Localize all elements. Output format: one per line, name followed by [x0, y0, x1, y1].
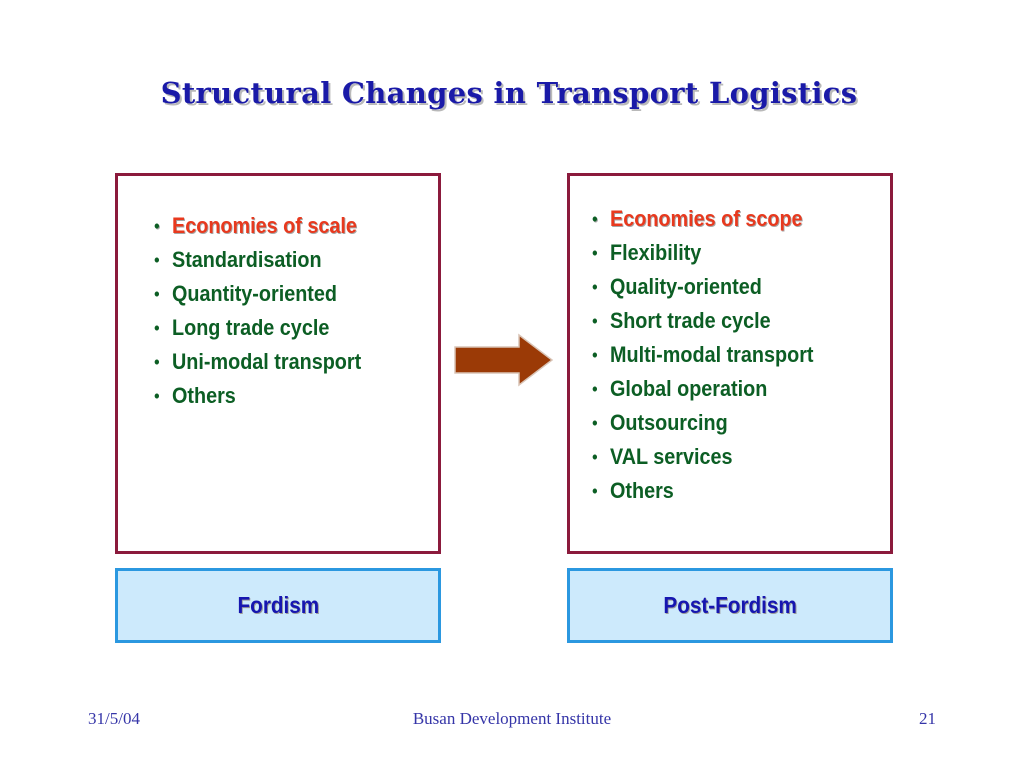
- list-item: •Outsourcing: [592, 406, 813, 440]
- list-item: •Quality-oriented: [592, 270, 813, 304]
- fordism-label: Fordism: [237, 592, 319, 618]
- bullet-icon: •: [154, 386, 160, 406]
- bullet-icon: •: [592, 447, 598, 467]
- list-item: •Economies of scope: [592, 202, 813, 236]
- bullet-icon: •: [592, 311, 598, 331]
- bullet-icon: •: [592, 209, 598, 229]
- bullet-icon: •: [154, 216, 160, 236]
- bullet-icon: •: [154, 250, 160, 270]
- right-arrow-icon: [454, 333, 554, 387]
- post-fordism-label: Post-Fordism: [663, 592, 797, 618]
- slide-title: Structural Changes in Transport Logistic…: [160, 76, 858, 110]
- footer-page-number: 21: [919, 709, 936, 728]
- list-item: •Multi-modal transport: [592, 338, 813, 372]
- bullet-icon: •: [592, 379, 598, 399]
- bullet-icon: •: [154, 352, 160, 372]
- post-fordism-features-box: •Economies of scope •Flexibility •Qualit…: [567, 173, 893, 554]
- list-item: •Quantity-oriented: [154, 277, 361, 311]
- list-item: •Global operation: [592, 372, 813, 406]
- list-item: •Others: [154, 379, 361, 413]
- list-item: •Others: [592, 474, 813, 508]
- footer-organization: Busan Development Institute: [412, 709, 612, 728]
- list-item: •Flexibility: [592, 236, 813, 270]
- bullet-icon: •: [592, 481, 598, 501]
- list-item: •Standardisation: [154, 243, 361, 277]
- list-item: •Uni-modal transport: [154, 345, 361, 379]
- list-item: •Economies of scale: [154, 209, 361, 243]
- bullet-icon: •: [592, 345, 598, 365]
- bullet-icon: •: [592, 413, 598, 433]
- list-item: •Short trade cycle: [592, 304, 813, 338]
- fordism-features-list: •Economies of scale •Standardisation •Qu…: [154, 209, 384, 413]
- list-item: •VAL services: [592, 440, 813, 474]
- bullet-icon: •: [154, 284, 160, 304]
- post-fordism-label-box: Post-Fordism: [567, 568, 893, 643]
- post-fordism-features-list: •Economies of scope •Flexibility •Qualit…: [592, 202, 838, 508]
- bullet-icon: •: [154, 318, 160, 338]
- bullet-icon: •: [592, 277, 598, 297]
- bullet-icon: •: [592, 243, 598, 263]
- fordism-features-box: •Economies of scale •Standardisation •Qu…: [115, 173, 441, 554]
- list-item: •Long trade cycle: [154, 311, 361, 345]
- footer-date: 31/5/04: [88, 709, 140, 728]
- fordism-label-box: Fordism: [115, 568, 441, 643]
